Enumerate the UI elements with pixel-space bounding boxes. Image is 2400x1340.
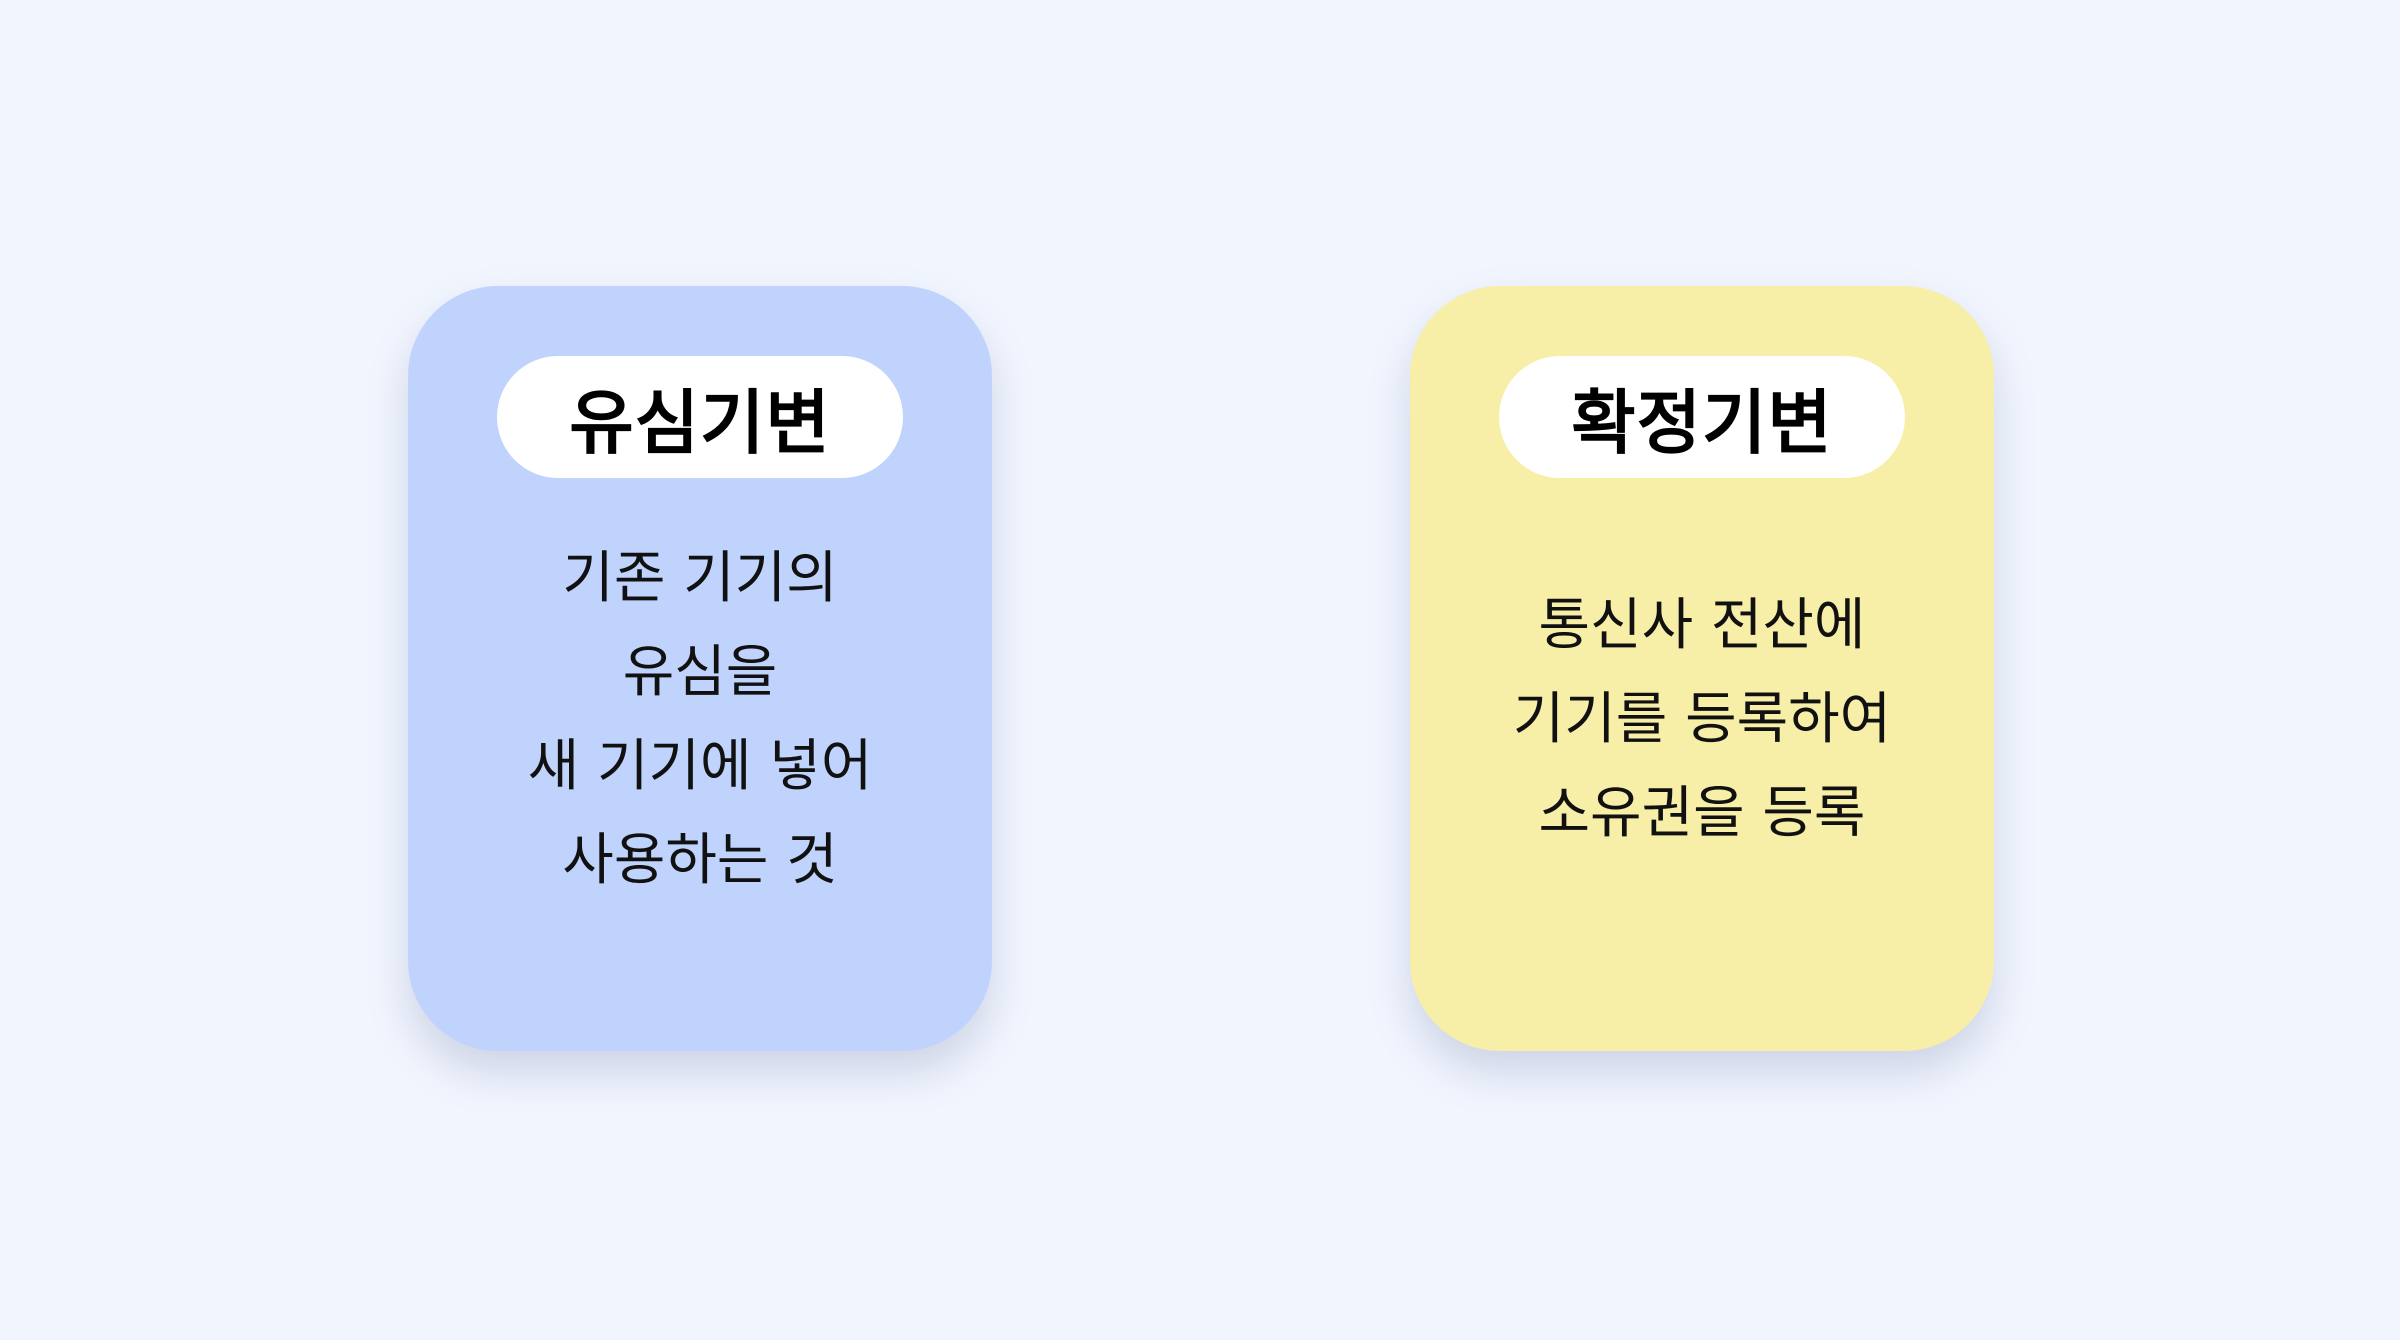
description-line: 소유권을 등록: [1538, 781, 1866, 846]
card-description: 기존 기기의 유심을 새 기기에 넣어 사용하는 것: [408, 532, 992, 908]
confirmed-change-card: 확정기변 통신사 전산에 기기를 등록하여 소유권을 등록: [1410, 286, 1994, 1051]
card-description: 통신사 전산에 기기를 등록하여 소유권을 등록: [1410, 579, 1994, 861]
description-line: 기기를 등록하여: [1512, 687, 1892, 752]
usim-change-card: 유심기변 기존 기기의 유심을 새 기기에 넣어 사용하는 것: [408, 286, 992, 1051]
description-line: 사용하는 것: [562, 828, 838, 893]
description-line: 기존 기기의: [562, 546, 838, 611]
card-title: 유심기변: [569, 381, 831, 464]
description-line: 유심을: [622, 640, 778, 705]
card-title-badge: 확정기변: [1499, 356, 1905, 478]
description-line: 새 기기에 넣어: [527, 734, 873, 799]
card-title-badge: 유심기변: [497, 356, 903, 478]
card-title: 확정기변: [1571, 381, 1833, 464]
description-line: 통신사 전산에: [1538, 593, 1866, 658]
